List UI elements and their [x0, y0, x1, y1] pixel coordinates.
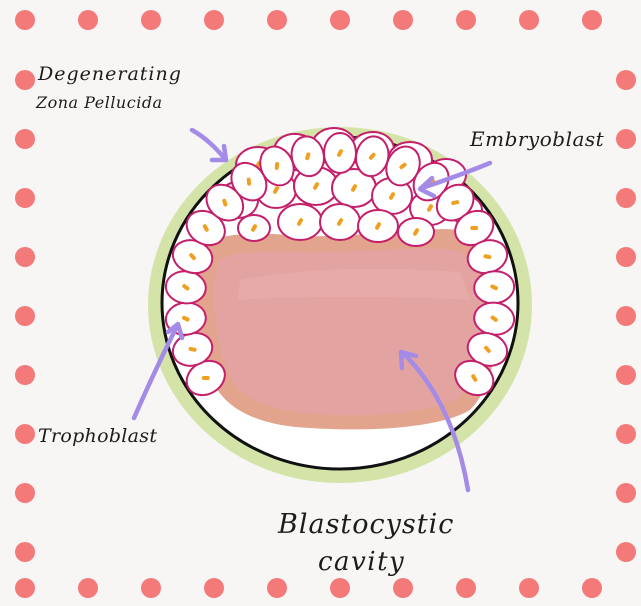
border-dot — [141, 10, 161, 30]
border-dot — [267, 10, 287, 30]
border-dot — [15, 188, 35, 208]
border-dot — [616, 306, 636, 326]
border-dot — [204, 10, 224, 30]
cell — [324, 133, 356, 173]
border-dot — [15, 247, 35, 267]
border-dot — [267, 578, 287, 598]
nucleus — [202, 376, 210, 380]
border-dot — [616, 542, 636, 562]
border-dot — [204, 578, 224, 598]
border-dot — [15, 10, 35, 30]
border-dot — [582, 10, 602, 30]
border-dot — [456, 578, 476, 598]
border-dot — [519, 578, 539, 598]
label-cavity-line1: Blastocystic — [277, 509, 454, 540]
border-dot — [15, 70, 35, 90]
border-dot — [393, 578, 413, 598]
border-dot — [616, 365, 636, 385]
border-dot — [15, 306, 35, 326]
label-zona-line1: Degenerating — [37, 63, 182, 85]
border-dot — [616, 129, 636, 149]
border-dot — [616, 247, 636, 267]
label-trophoblast: Trophoblast — [38, 425, 157, 447]
border-dot — [616, 70, 636, 90]
cell — [358, 210, 398, 242]
border-dot — [141, 578, 161, 598]
border-dot — [78, 578, 98, 598]
border-dot — [15, 542, 35, 562]
cell — [398, 218, 434, 246]
border-dot — [616, 188, 636, 208]
border-dot — [519, 10, 539, 30]
arrow-zona — [192, 130, 226, 160]
border-dot — [15, 483, 35, 503]
border-dot — [78, 10, 98, 30]
border-dot — [456, 10, 476, 30]
cell — [278, 204, 322, 240]
label-zona-line2: Zona Pellucida — [35, 93, 163, 112]
label-embryoblast: Embryoblast — [469, 127, 605, 151]
border-dot — [330, 578, 350, 598]
border-dot — [330, 10, 350, 30]
cell — [238, 215, 270, 241]
border-dot — [15, 129, 35, 149]
cell — [320, 204, 360, 240]
border-dot — [15, 365, 35, 385]
border-dot — [393, 10, 413, 30]
border-dot — [15, 424, 35, 444]
border-dot — [15, 578, 35, 598]
blastocystic-cavity — [196, 229, 498, 429]
label-cavity-line2: cavity — [318, 547, 405, 577]
border-dot — [616, 483, 636, 503]
border-dot — [616, 424, 636, 444]
nucleus — [470, 226, 478, 230]
border-dot — [582, 578, 602, 598]
